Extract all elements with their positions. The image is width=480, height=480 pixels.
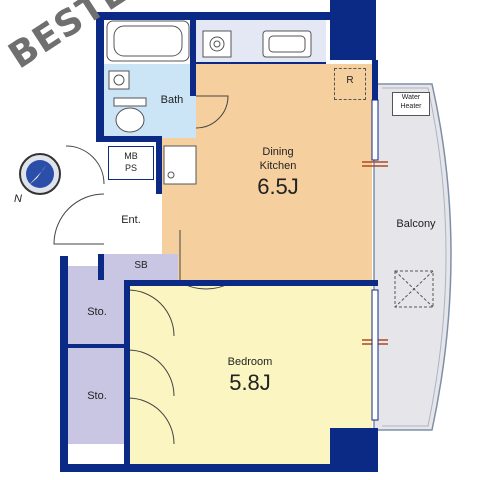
stove-icon <box>202 30 232 58</box>
sink-icon <box>262 30 312 58</box>
wall-bath-bottom <box>104 136 162 142</box>
water-heater-box: Water Heater <box>392 92 430 116</box>
bedroom-name: Bedroom <box>227 356 273 368</box>
wall-mid <box>128 280 378 286</box>
balcony-label: Balcony <box>396 218 436 230</box>
mb-ps <box>108 146 154 180</box>
entrance <box>104 188 160 254</box>
wall-top <box>96 12 332 20</box>
wall-bath-right <box>190 20 196 96</box>
balcony-area <box>373 83 452 431</box>
wall-bottom <box>60 464 372 472</box>
bathtub-icon <box>106 20 190 62</box>
dining-kitchen-line1: Dining <box>262 146 294 158</box>
mb-ps-line2: PS <box>124 163 137 173</box>
balcony-hatch-icon <box>394 270 434 308</box>
water-heater-line2: Heater <box>400 103 422 110</box>
wall-left-upper <box>96 12 104 142</box>
shoe-box <box>104 254 178 280</box>
entrance-label: Ent. <box>121 214 141 226</box>
storage-upper-label: Sto. <box>87 306 107 318</box>
water-heater-line1: Water <box>401 94 421 101</box>
bath-label: Bath <box>160 94 184 106</box>
bedroom-size: 5.8J <box>229 370 271 395</box>
storage-lower-label: Sto. <box>87 390 107 402</box>
wall-left-lower <box>60 256 68 470</box>
wall-top-right-block <box>330 0 376 60</box>
toilet-icon <box>113 97 147 133</box>
compass-north-label: N <box>14 193 22 205</box>
shoe-box-label: SB <box>134 260 148 271</box>
refrigerator-space: R <box>334 68 366 100</box>
wall-storage-right <box>124 280 130 464</box>
wall-entrance-side <box>98 254 104 280</box>
mb-ps-line1: MB <box>124 151 138 161</box>
wall-kitchen-left <box>156 136 162 194</box>
storage-lower <box>66 344 128 444</box>
refrigerator-label: R <box>346 75 354 86</box>
wall-bottom-right-block <box>330 428 378 472</box>
wall-right <box>372 60 378 100</box>
washer-space-icon <box>163 145 197 185</box>
dining-kitchen-line2: Kitchen <box>259 160 297 172</box>
dining-kitchen-size: 6.5J <box>257 174 299 199</box>
compass-icon <box>19 153 61 195</box>
basin-icon <box>108 70 130 90</box>
dining-kitchen <box>162 64 372 282</box>
